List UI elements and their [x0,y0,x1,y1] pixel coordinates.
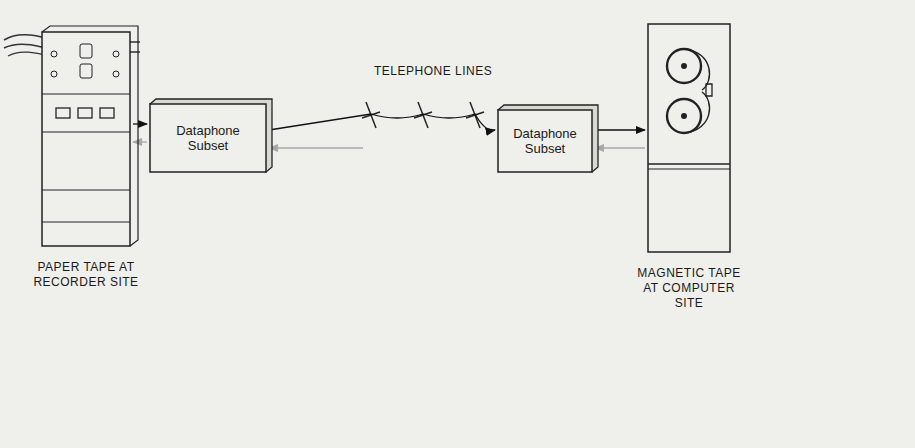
signal-connector [595,130,645,148]
signal-connector [133,124,147,142]
signal-connector [269,114,495,148]
outline [42,32,130,246]
magnetic-tape-unit: MAGNETIC TAPE AT COMPUTER SITE [648,24,730,252]
line-label: TELEPHONE LINES [372,64,494,78]
box-label: Dataphone Subset [498,122,592,160]
subset-box: Dataphone Subset [150,104,266,172]
site-caption: PAPER TAPE AT RECORDER SITE [26,260,146,290]
telephone-poles [362,102,484,128]
site-caption: MAGNETIC TAPE AT COMPUTER SITE [629,266,749,311]
paper-tape-recorder: PAPER TAPE AT RECORDER SITE [42,32,130,246]
box-label: Dataphone Subset [150,119,266,157]
subset-box: Dataphone Subset [498,110,592,172]
outline [648,24,730,252]
